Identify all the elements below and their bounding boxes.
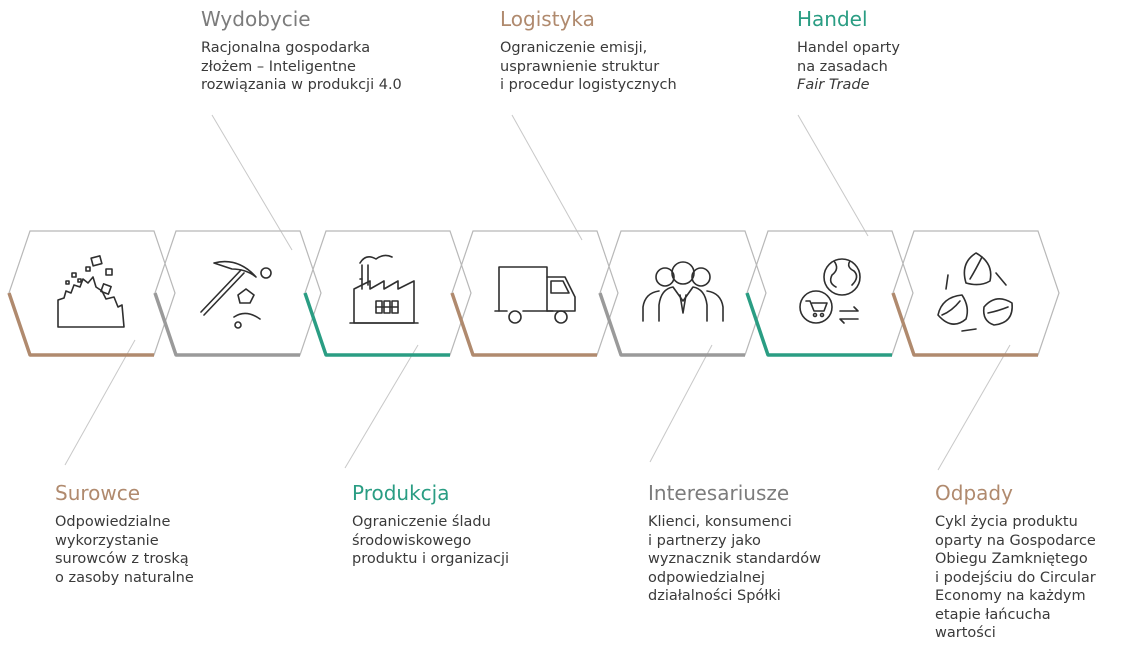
stage-title: Surowce [55, 481, 141, 505]
stage-description: Klienci, konsumenci i partnerzy jako wyz… [648, 513, 821, 606]
stage-title: Wydobycie [201, 7, 311, 31]
hexagon-outline [304, 230, 472, 356]
connector-wydobycie [211, 114, 293, 251]
hexagon-accent [153, 292, 300, 357]
connector-interesariusze [649, 344, 713, 463]
stage-title: Odpady [935, 481, 1013, 505]
globe-cart-icon [799, 258, 861, 324]
hexagon-accent [598, 292, 745, 357]
connector-handel [797, 114, 869, 237]
connector-lines [64, 114, 1011, 471]
hexagon-accent [745, 292, 892, 357]
stage-description-text: Ograniczenie emisji, usprawnienie strukt… [500, 40, 677, 93]
stage-description-text: Odpowiedzialne wykorzystanie surowców z … [55, 514, 194, 586]
hexagon-surowce [7, 230, 176, 357]
hexagon-outline [154, 230, 322, 356]
recycle-leaves-icon [937, 252, 1013, 332]
stage-description-text: Ograniczenie śladu środowiskowego produk… [352, 514, 510, 567]
hexagon-accent [7, 292, 154, 357]
factory-icon [349, 254, 419, 324]
hexagon-accent [303, 292, 450, 357]
stage-title: Interesariusze [648, 481, 790, 505]
truck-icon [494, 266, 576, 324]
stage-description: Odpowiedzialne wykorzystanie surowców z … [55, 513, 194, 587]
hexagon-wydobycie [153, 230, 322, 357]
connector-produkcja [344, 344, 419, 469]
hexagon-outline [8, 230, 176, 356]
hexagon-accent [450, 292, 597, 357]
stage-description-text: Racjonalna gospodarka złożem – Inteligen… [201, 40, 402, 93]
stage-description: Handel oparty na zasadach Fair Trade [797, 39, 900, 95]
stage-description: Ograniczenie emisji, usprawnienie strukt… [500, 39, 677, 95]
hexagon-outline [599, 230, 767, 356]
hexagon-interesariusze [598, 230, 767, 357]
stage-description-text: Cykl życia produktu oparty na Gospodarce… [935, 514, 1096, 641]
hexagon-produkcja [303, 230, 472, 357]
stage-description-text: Klienci, konsumenci i partnerzy jako wyz… [648, 514, 821, 604]
stage-title: Produkcja [352, 481, 450, 505]
connector-surowce [64, 339, 136, 466]
hexagon-outline [451, 230, 619, 356]
connector-odpady [937, 344, 1011, 471]
stage-title: Logistyka [500, 7, 595, 31]
hexagon-outline [892, 230, 1060, 356]
stage-description-text: Handel oparty na zasadach [797, 40, 900, 75]
stage-description-italic: Fair Trade [797, 77, 870, 93]
connector-logistyka [511, 114, 583, 241]
people-icon [642, 261, 724, 322]
stage-description: Cykl życia produktu oparty na Gospodarce… [935, 513, 1096, 643]
raw-materials-icon [57, 255, 125, 328]
hexagon-outline [746, 230, 914, 356]
stage-title: Handel [797, 7, 868, 31]
hexagon-odpady [891, 230, 1060, 357]
hexagon-accent [891, 292, 1038, 357]
stage-description: Racjonalna gospodarka złożem – Inteligen… [201, 39, 402, 95]
pickaxe-icon [200, 260, 272, 329]
hexagon-handel [745, 230, 914, 357]
stage-description: Ograniczenie śladu środowiskowego produk… [352, 513, 509, 569]
hexagon-logistyka [450, 230, 619, 357]
